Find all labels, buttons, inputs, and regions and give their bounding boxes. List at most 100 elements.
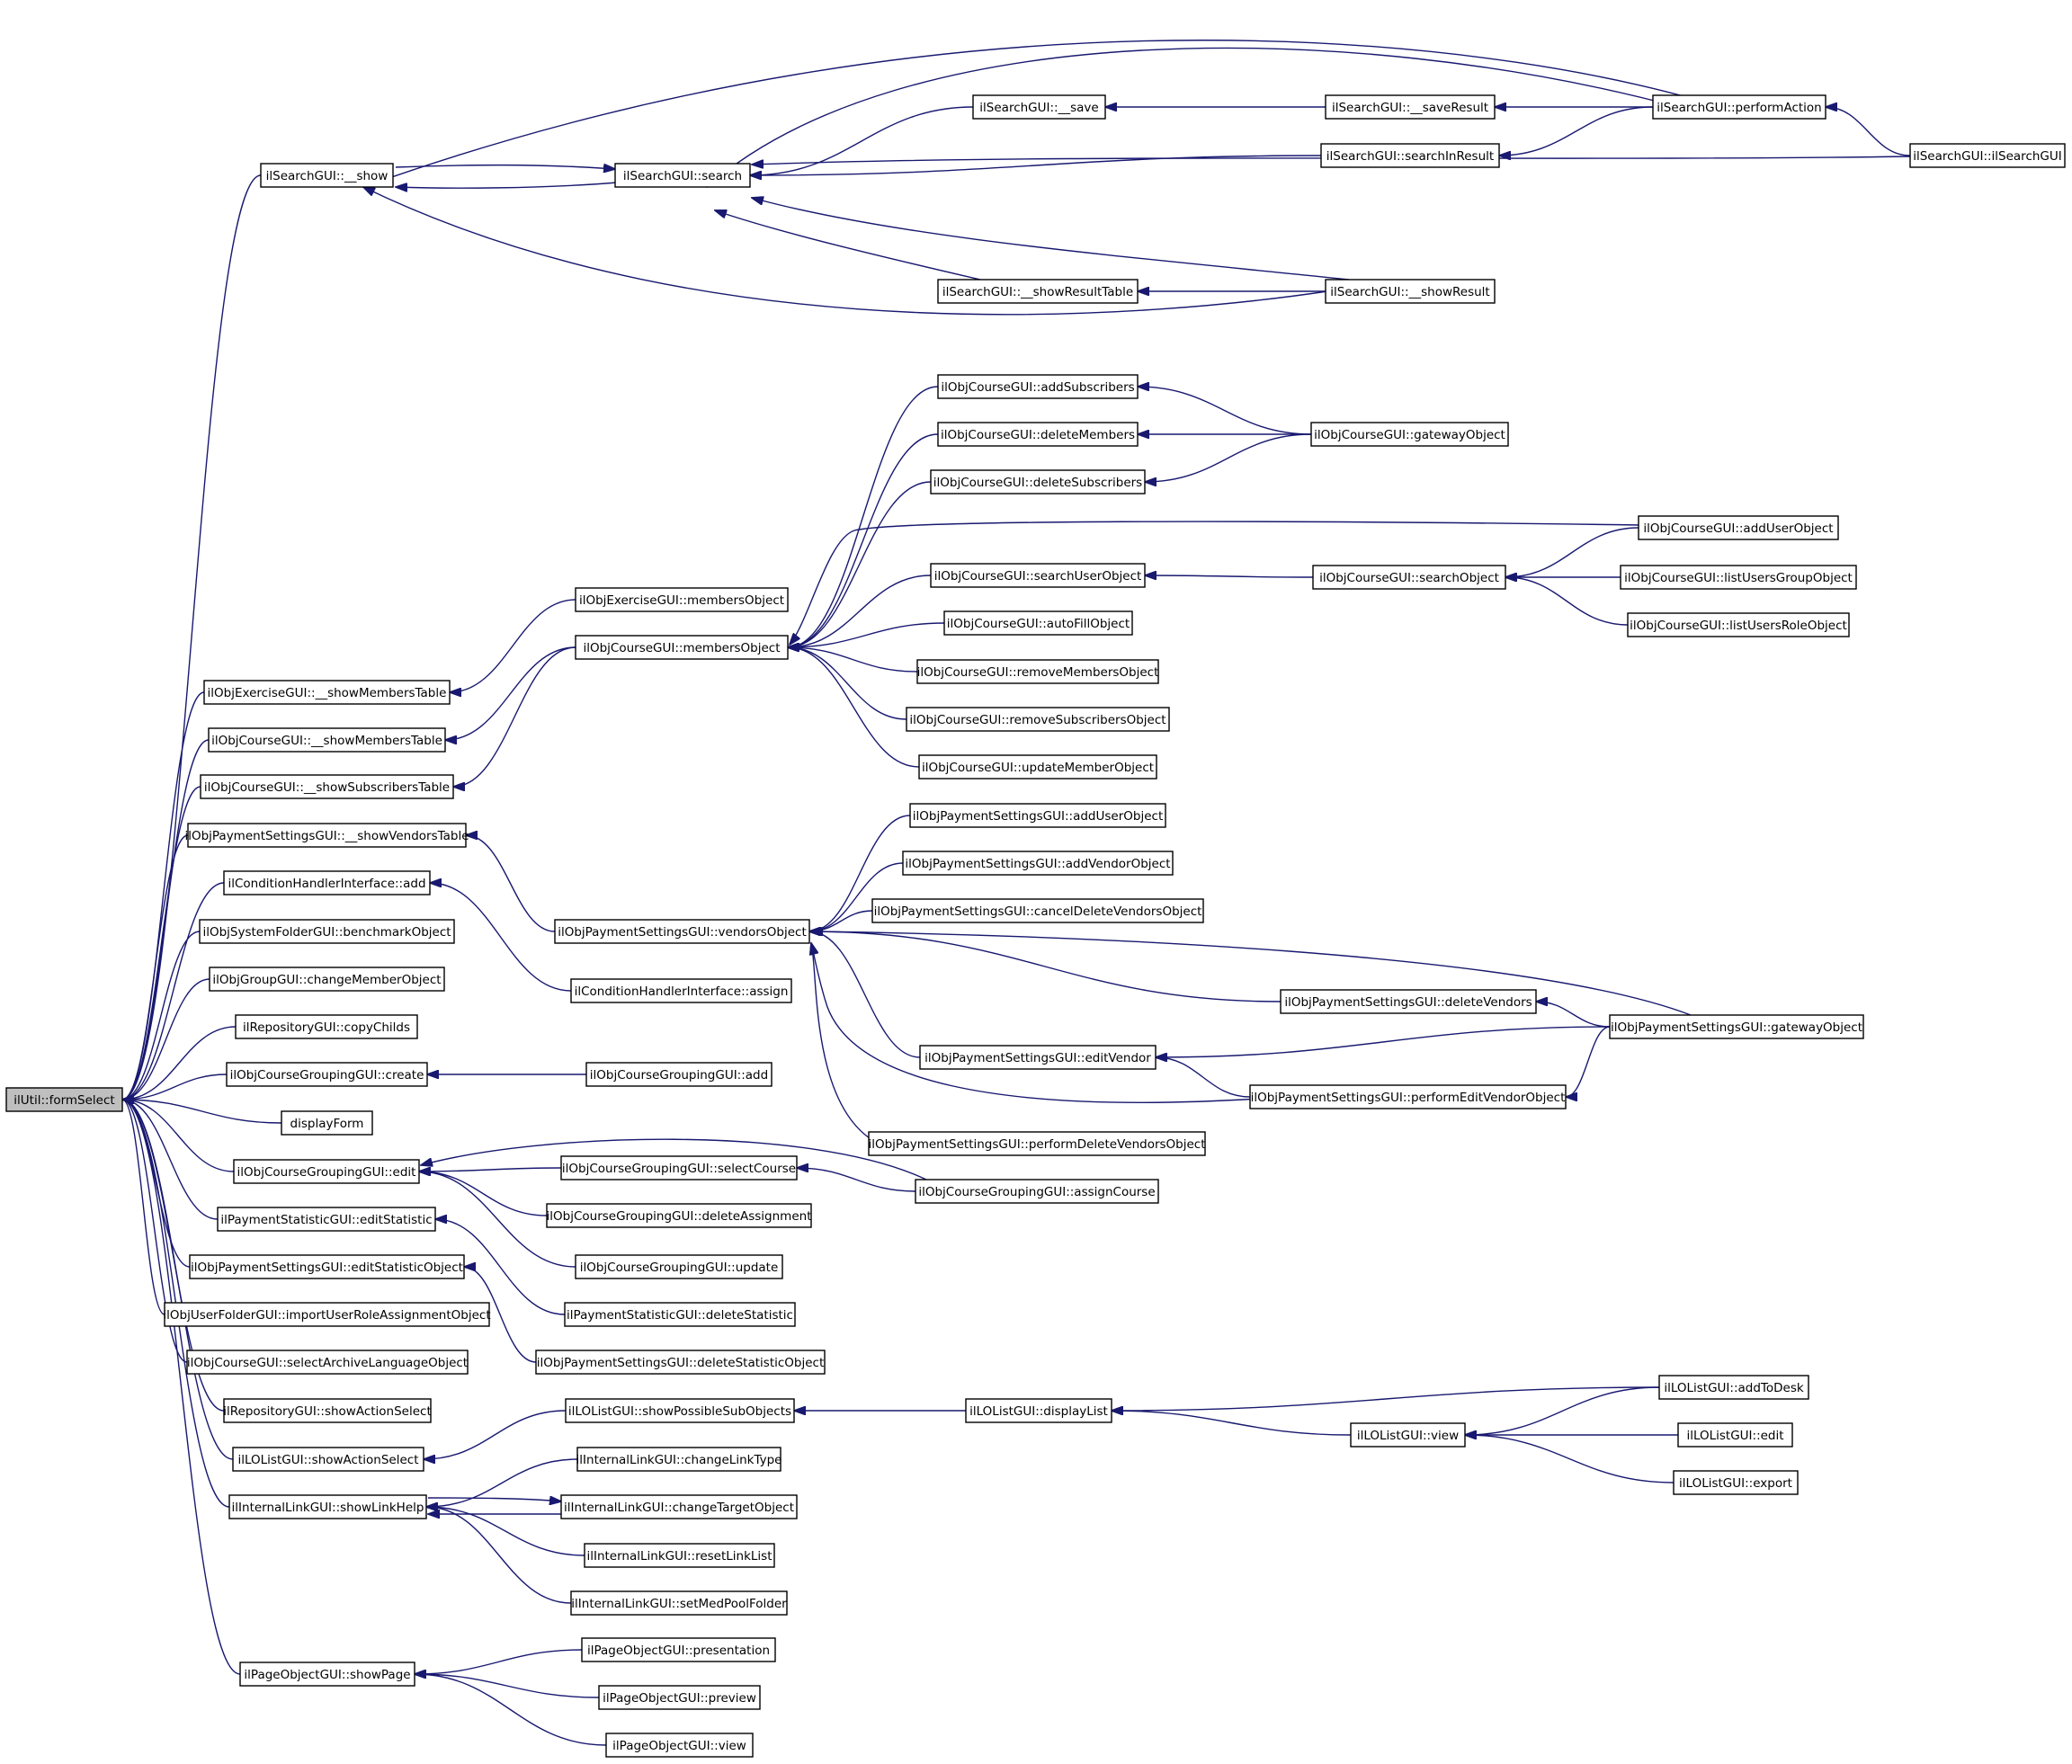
function-node[interactable]: ilObjCourseGroupingGUI::selectCourse bbox=[560, 1155, 798, 1180]
function-node[interactable]: ilObjCourseGUI::listUsersRoleObject bbox=[1627, 612, 1850, 637]
function-node[interactable]: ilPageObjectGUI::presentation bbox=[581, 1637, 776, 1662]
edge-layer bbox=[122, 40, 1913, 1746]
node-label: ilInternalLinkGUI::resetLinkList bbox=[586, 1549, 772, 1564]
function-node[interactable]: ilRepositoryGUI::copyChilds bbox=[235, 1014, 418, 1039]
function-node[interactable]: ilLOListGUI::export bbox=[1673, 1470, 1799, 1495]
function-node[interactable]: ilObjPaymentSettingsGUI::addUserObject bbox=[909, 803, 1166, 828]
function-node[interactable]: displayForm bbox=[281, 1110, 373, 1136]
function-node[interactable]: ilObjPaymentSettingsGUI::deleteVendors bbox=[1280, 989, 1537, 1014]
node-box bbox=[598, 1685, 761, 1710]
function-node[interactable]: ilObjCourseGUI::listUsersGroupObject bbox=[1620, 565, 1857, 590]
function-node[interactable]: ilObjCourseGUI::searchObject bbox=[1312, 565, 1506, 590]
function-node[interactable]: ilLOListGUI::showActionSelect bbox=[232, 1447, 424, 1472]
function-node[interactable]: ilObjCourseGUI::addUserObject bbox=[1638, 515, 1839, 540]
node-label: ilInternalLinkGUI::setMedPoolFolder bbox=[571, 1597, 787, 1611]
call-edge bbox=[415, 1649, 583, 1674]
node-box bbox=[916, 659, 1159, 684]
function-node[interactable]: ilObjCourseGroupingGUI::deleteAssignment bbox=[546, 1203, 812, 1228]
node-box bbox=[576, 1447, 781, 1472]
function-node[interactable]: ilObjPaymentSettingsGUI::cancelDeleteVen… bbox=[871, 898, 1204, 923]
function-node[interactable]: ilObjPaymentSettingsGUI::vendorsObject bbox=[554, 919, 810, 944]
function-node[interactable]: ilObjPaymentSettingsGUI::performEditVend… bbox=[1249, 1084, 1567, 1109]
function-node[interactable]: ilLOListGUI::addToDesk bbox=[1658, 1375, 1809, 1400]
function-node[interactable]: ilObjPaymentSettingsGUI::addVendorObject bbox=[902, 851, 1174, 876]
edge-arrow bbox=[419, 1168, 562, 1172]
node-label: ilObjCourseGUI::autoFillObject bbox=[947, 617, 1130, 631]
function-node[interactable]: ilObjCourseGUI::deleteSubscribers bbox=[930, 469, 1146, 494]
function-node[interactable]: ilObjCourseGUI::removeMembersObject bbox=[916, 659, 1159, 684]
function-node[interactable]: ilInternalLinkGUI::changeTargetObject bbox=[560, 1494, 798, 1519]
function-node[interactable]: ilPaymentStatisticGUI::editStatistic bbox=[217, 1207, 436, 1232]
function-node[interactable]: ilObjCourseGUI::autoFillObject bbox=[943, 610, 1133, 636]
node-box bbox=[186, 1350, 469, 1375]
function-node[interactable]: ilPageObjectGUI::view bbox=[605, 1733, 754, 1758]
function-node[interactable]: ilObjPaymentSettingsGUI::editStatisticOb… bbox=[189, 1254, 465, 1279]
call-edge bbox=[426, 1507, 572, 1604]
function-node[interactable]: ilObjPaymentSettingsGUI::__showVendorsTa… bbox=[184, 823, 469, 848]
call-edge bbox=[435, 1219, 566, 1315]
function-node[interactable]: ilObjCourseGUI::__showMembersTable bbox=[208, 727, 446, 753]
function-node[interactable]: ilInternalLinkGUI::changeLinkType bbox=[576, 1447, 782, 1472]
function-node[interactable]: ilObjCourseGroupingGUI::assignCourse bbox=[915, 1179, 1159, 1204]
function-node[interactable]: ilObjCourseGroupingGUI::update bbox=[575, 1254, 783, 1279]
function-node[interactable]: ilObjSystemFolderGUI::benchmarkObject bbox=[199, 919, 455, 944]
function-node[interactable]: ilObjCourseGUI::selectArchiveLanguageObj… bbox=[186, 1350, 469, 1375]
edge-arrow bbox=[788, 386, 939, 647]
function-node[interactable]: ilInternalLinkGUI::resetLinkList bbox=[584, 1543, 775, 1568]
call-edge bbox=[1156, 1026, 1611, 1057]
function-node[interactable]: ilObjGroupGUI::changeMemberObject bbox=[209, 967, 445, 992]
edge-arrow bbox=[122, 1100, 165, 1315]
function-node[interactable]: ilSearchGUI::ilSearchGUI bbox=[1909, 143, 2066, 168]
root-function-node[interactable]: ilUtil::formSelect bbox=[5, 1087, 123, 1112]
function-node[interactable]: ilObjPaymentSettingsGUI::performDeleteVe… bbox=[868, 1131, 1206, 1156]
function-node[interactable]: ilSearchGUI::__save bbox=[972, 94, 1106, 120]
function-node[interactable]: ilLOListGUI::showPossibleSubObjects bbox=[565, 1398, 795, 1423]
edge-arrow bbox=[809, 931, 1282, 1002]
function-node[interactable]: ilObjExerciseGUI::__showMembersTable bbox=[203, 680, 451, 705]
node-label: ilInternalLinkGUI::changeTargetObject bbox=[564, 1501, 794, 1515]
function-node[interactable]: ilSearchGUI::__showResultTable bbox=[937, 279, 1139, 304]
function-node[interactable]: ilObjCourseGUI::addSubscribers bbox=[937, 374, 1139, 399]
call-edge bbox=[797, 1168, 916, 1192]
function-node[interactable]: ilObjPaymentSettingsGUI::editVendor bbox=[919, 1045, 1157, 1070]
function-node[interactable]: ilObjUserFolderGUI::importUserRoleAssign… bbox=[163, 1302, 491, 1327]
node-box bbox=[972, 94, 1106, 120]
function-node[interactable]: ilObjCourseGUI::deleteMembers bbox=[937, 422, 1139, 447]
function-node[interactable]: ilObjCourseGUI::gatewayObject bbox=[1310, 422, 1509, 447]
function-node[interactable]: ilObjCourseGroupingGUI::edit bbox=[233, 1159, 420, 1184]
call-edge bbox=[1465, 1435, 1675, 1483]
function-node[interactable]: ilObjCourseGUI::__showSubscribersTable bbox=[200, 774, 454, 799]
function-node[interactable]: ilObjCourseGUI::updateMemberObject bbox=[918, 754, 1157, 780]
edge-arrow bbox=[788, 481, 932, 647]
edge-arrow bbox=[450, 599, 576, 692]
function-node[interactable]: ilLOListGUI::view bbox=[1350, 1422, 1466, 1448]
function-node[interactable]: ilSearchGUI::searchInResult bbox=[1320, 143, 1500, 168]
function-node[interactable]: ilSearchGUI::search bbox=[614, 163, 751, 188]
function-node[interactable]: ilObjCourseGroupingGUI::create bbox=[226, 1062, 428, 1087]
edge-arrow bbox=[122, 1100, 282, 1124]
function-node[interactable]: ilSearchGUI::performAction bbox=[1652, 94, 1826, 120]
edge-arrow bbox=[424, 1410, 567, 1459]
function-node[interactable]: ilInternalLinkGUI::setMedPoolFolder bbox=[570, 1590, 788, 1616]
node-box bbox=[1673, 1470, 1799, 1495]
node-label: ilSearchGUI::performAction bbox=[1657, 101, 1821, 115]
function-node[interactable]: ilObjPaymentSettingsGUI::deleteStatistic… bbox=[535, 1350, 826, 1375]
function-node[interactable]: ilConditionHandlerInterface::add bbox=[223, 870, 431, 895]
function-node[interactable]: ilObjCourseGUI::membersObject bbox=[575, 635, 789, 660]
function-node[interactable]: ilSearchGUI::__showResult bbox=[1325, 279, 1496, 304]
function-node[interactable]: ilSearchGUI::__saveResult bbox=[1325, 94, 1496, 120]
function-node[interactable]: ilObjCourseGroupingGUI::add bbox=[585, 1062, 773, 1087]
function-node[interactable]: ilObjPaymentSettingsGUI::gatewayObject bbox=[1609, 1014, 1864, 1039]
function-node[interactable]: ilInternalLinkGUI::showLinkHelp bbox=[228, 1494, 427, 1519]
function-node[interactable]: ilRepositoryGUI::showActionSelect bbox=[223, 1398, 432, 1423]
function-node[interactable]: ilPageObjectGUI::preview bbox=[598, 1685, 761, 1710]
function-node[interactable]: ilObjCourseGUI::searchUserObject bbox=[930, 563, 1146, 588]
function-node[interactable]: ilLOListGUI::edit bbox=[1677, 1422, 1793, 1448]
function-node[interactable]: ilObjCourseGUI::removeSubscribersObject bbox=[906, 707, 1170, 732]
function-node[interactable]: ilConditionHandlerInterface::assign bbox=[570, 978, 792, 1003]
function-node[interactable]: ilSearchGUI::__show bbox=[260, 163, 394, 188]
function-node[interactable]: ilPaymentStatisticGUI::deleteStatistic bbox=[564, 1302, 796, 1327]
function-node[interactable]: ilLOListGUI::displayList bbox=[965, 1398, 1112, 1423]
function-node[interactable]: ilPageObjectGUI::showPage bbox=[239, 1662, 415, 1687]
function-node[interactable]: ilObjExerciseGUI::membersObject bbox=[575, 587, 789, 612]
